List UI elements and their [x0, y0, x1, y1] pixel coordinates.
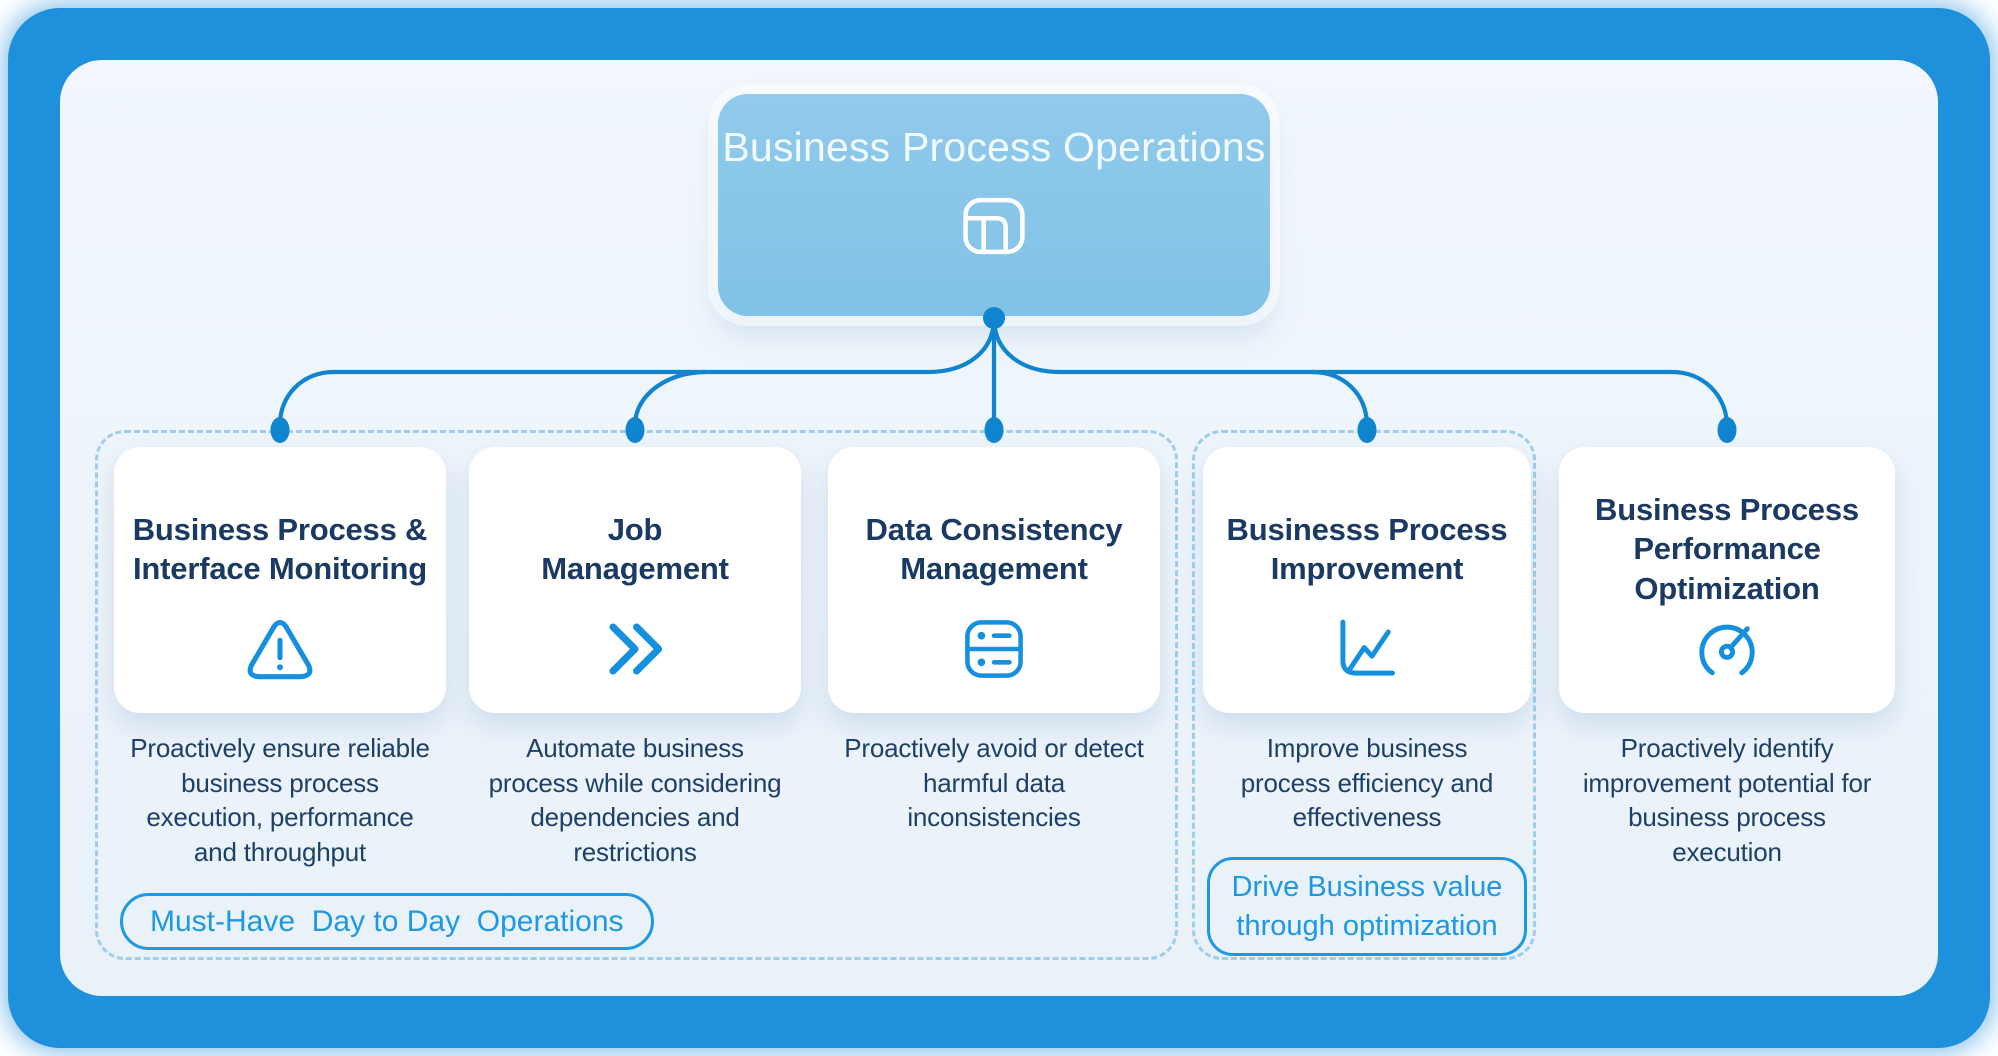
badge-must-have-day-to-day-operations: Must-Have Day to Day Operations	[120, 893, 654, 950]
card-description: Proactively avoid or detect harmful data…	[844, 733, 1144, 833]
card-description: Proactively ensure reliable business pro…	[130, 733, 430, 867]
card-business-process-interface-monitoring: Business Process & Interface Monitoring	[114, 447, 446, 713]
card-data-consistency-management: Data Consistency Management	[828, 447, 1160, 713]
card-title: Business Process & Interface Monitoring	[132, 511, 428, 586]
connector-dot-3	[984, 417, 1004, 443]
connector-dot-5	[1717, 417, 1737, 443]
database-server-icon	[828, 605, 1160, 693]
connector-dot-1	[270, 417, 290, 443]
trend-chart-icon	[1203, 605, 1531, 693]
badge-drive-business-value: Drive Business value through optimizatio…	[1207, 857, 1527, 957]
card-job-management: Job Management	[469, 447, 801, 713]
gauge-icon	[1559, 605, 1895, 693]
connector-dot-2	[625, 417, 645, 443]
card-title: Job Management	[541, 511, 729, 586]
connector-branch-2	[632, 369, 709, 427]
card-business-process-performance-optimization: Business Process Performance Optimizatio…	[1559, 447, 1895, 713]
double-chevron-right-icon	[469, 605, 801, 693]
card-description: Improve business process efficiency and …	[1240, 733, 1494, 833]
alert-triangle-icon	[114, 605, 446, 693]
connector-right-trunk	[991, 315, 1730, 427]
root-node-title: Business Process Operations	[722, 124, 1266, 170]
layout-panels-icon	[718, 195, 1270, 257]
connector-branch-4	[1309, 369, 1370, 427]
connector-dot-4	[1357, 417, 1377, 443]
card-description: Proactively identify improvement potenti…	[1582, 733, 1872, 867]
card-title: Businesss Process Improvement	[1226, 511, 1508, 586]
card-description: Automate business process while consider…	[488, 733, 782, 867]
card-title: Business Process Performance Optimizatio…	[1595, 492, 1859, 606]
card-title: Data Consistency Management	[865, 511, 1123, 586]
connector-left-trunk	[277, 315, 997, 427]
connector-dot-root	[983, 307, 1005, 329]
root-node-business-process-operations: Business Process Operations	[718, 94, 1270, 316]
card-business-process-improvement: Businesss Process Improvement	[1203, 447, 1531, 713]
